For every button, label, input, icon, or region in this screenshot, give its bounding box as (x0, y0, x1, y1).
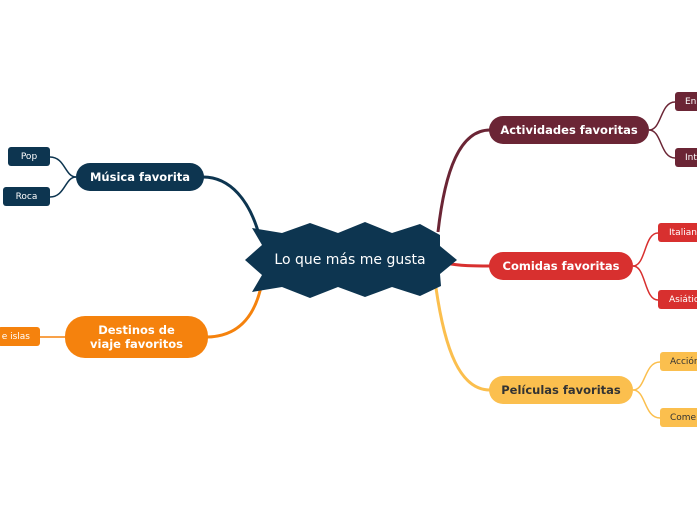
link-musica (202, 175, 262, 239)
link-actividades (436, 128, 491, 233)
leaf-label: Asiátic (669, 294, 697, 305)
branch-actividades-favoritas[interactable]: Actividades favoritas (489, 116, 649, 144)
branch-comidas-favoritas[interactable]: Comidas favoritas (489, 252, 633, 280)
branch-label: Películas favoritas (501, 383, 621, 397)
leaf-label: Come (670, 412, 697, 423)
leaf-come[interactable]: Come (660, 408, 697, 427)
link-destinos (205, 281, 264, 339)
leaf-label: Roca (15, 191, 38, 202)
leaf-label: Pop (20, 151, 38, 162)
leaf-label: En (685, 96, 697, 107)
leaf-accion[interactable]: Acción (660, 352, 697, 371)
link-int (648, 129, 676, 159)
branch-label: Comidas favoritas (502, 259, 620, 273)
branch-destinos-favoritos[interactable]: Destinos de viaje favoritos (65, 316, 208, 358)
leaf-asiatic[interactable]: Asiátic (658, 290, 697, 309)
leaf-islas[interactable]: e islas (0, 327, 40, 346)
leaf-label: Acción (670, 356, 697, 367)
leaf-label: Italian (669, 227, 697, 238)
leaf-label: Int (685, 152, 697, 163)
leaf-italian[interactable]: Italian (658, 223, 697, 242)
link-italian (632, 232, 659, 267)
link-roca (49, 176, 77, 198)
leaf-en[interactable]: En (675, 92, 697, 111)
link-pop (49, 156, 77, 178)
link-peliculas (434, 287, 491, 392)
link-accion (632, 361, 661, 391)
branch-musica-favorita[interactable]: Música favorita (76, 163, 204, 191)
branch-peliculas-favoritas[interactable]: Películas favoritas (489, 376, 633, 404)
branch-label: Música favorita (89, 170, 191, 184)
leaf-roca[interactable]: Roca (3, 187, 50, 206)
center-node-shape (245, 222, 457, 298)
branch-label: Destinos de viaje favoritos (90, 323, 183, 351)
leaf-int[interactable]: Int (675, 148, 697, 167)
center-node-label[interactable]: Lo que más me gusta (274, 252, 426, 268)
link-asiatic (632, 265, 659, 301)
leaf-label: e islas (1, 331, 30, 342)
link-come (632, 389, 661, 419)
leaf-pop[interactable]: Pop (8, 147, 50, 166)
branch-label: Actividades favoritas (500, 123, 638, 137)
link-en (648, 101, 676, 131)
